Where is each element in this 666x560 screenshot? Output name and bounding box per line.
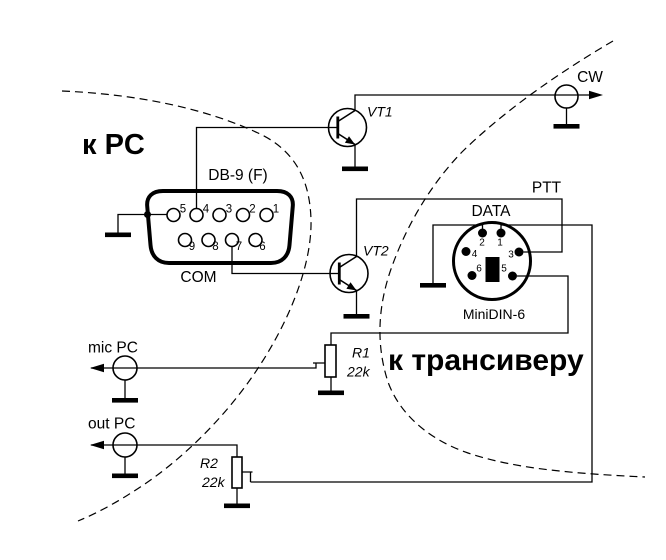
dashed-boundary-right	[379, 40, 646, 478]
r1-body	[324, 344, 337, 378]
dashed-boundary-left	[61, 90, 312, 522]
wire-pin5-to-r1	[330, 275, 569, 345]
db9-pin-8	[201, 232, 216, 248]
db9-pin-label: 7	[236, 241, 242, 253]
minidin-pin-label: 6	[476, 264, 482, 275]
db9-pin-7	[224, 232, 240, 248]
db9-pin-5	[166, 207, 181, 223]
vt2-label: VT2	[363, 243, 389, 259]
wire-db9-pin5-to-ground	[117, 213, 167, 233]
db9-pin-9	[177, 232, 193, 248]
db9-pin-label: 2	[249, 204, 255, 216]
db9-pin-1	[259, 207, 274, 223]
minidin-caption: MiniDIN-6	[463, 306, 525, 322]
minidin-pin-5	[508, 271, 517, 281]
cw-jack: CW	[554, 69, 603, 109]
db9-connector: 5 4 3 2 1 9 8 7 6 DB-9 (F) COM	[145, 167, 295, 286]
mic-jack-circle	[112, 355, 138, 381]
transceiver-region-label: к трансиверу	[388, 344, 584, 377]
minidin-title: DATA	[471, 203, 511, 220]
wire-mic-line	[91, 362, 325, 369]
resistor-r2: R2 22k	[200, 455, 243, 490]
cw-label: CW	[577, 69, 603, 86]
ground-out	[112, 473, 138, 479]
ground-db9	[105, 232, 131, 238]
wire-db9-pin7-to-vt2-base	[231, 246, 330, 275]
out-arrow-icon	[90, 440, 104, 450]
minidin-pin-4	[461, 247, 471, 256]
wire-db9-pin4-to-vt1-base	[195, 126, 329, 209]
mic-label: mic PC	[88, 340, 138, 357]
vt1-label: VT1	[367, 104, 393, 120]
db9-pin-6	[248, 232, 263, 248]
r1-value: 22k	[346, 364, 371, 380]
wire-pin1-to-r2-wiper	[250, 224, 593, 483]
out-jack: out PC	[88, 416, 138, 458]
minidin-shell	[452, 221, 532, 301]
vt1-transistor	[327, 107, 368, 148]
db9-pin-label: 4	[203, 204, 210, 216]
minidin-pin-label: 3	[508, 250, 514, 261]
wire-out-line	[91, 444, 238, 457]
db9-caption: COM	[180, 269, 216, 286]
db9-pin-label: 1	[273, 204, 279, 216]
minidin-connector: 2 1 4 3 6 5 DATA MiniDIN-6	[452, 203, 532, 322]
ground-r2	[224, 503, 250, 509]
r2-body	[231, 456, 243, 489]
db9-pin-4	[189, 207, 204, 223]
minidin-pin-label: 4	[472, 249, 478, 260]
ptt-label: PTT	[532, 180, 562, 197]
minidin-pin-1	[496, 228, 506, 238]
minidin-pin-label: 2	[479, 238, 485, 249]
mic-jack: mic PC	[88, 340, 138, 381]
db9-pin-2	[235, 207, 251, 223]
minidin-pin-label: 1	[497, 238, 503, 249]
r2-wiper-tap	[242, 471, 253, 482]
ground-mic	[112, 398, 138, 403]
ground-r1	[318, 390, 344, 396]
db9-pin-label: 8	[212, 241, 218, 253]
minidin-pin-6	[467, 271, 477, 280]
mic-arrow-icon	[90, 363, 104, 373]
cw-jack-circle	[554, 84, 579, 109]
r2-ref: R2	[200, 455, 218, 471]
ground-vt2	[343, 314, 370, 319]
minidin-pin-2	[478, 228, 487, 238]
minidin-pin-3	[514, 247, 524, 257]
ground-cw	[553, 124, 580, 129]
r1-ref: R1	[352, 345, 370, 361]
db9-pin-label: 3	[226, 204, 232, 216]
pc-region-label: к PC	[82, 129, 145, 161]
wire-vt2-collector-to-ptt-pin3	[355, 198, 563, 257]
resistor-r1: R1 22k	[324, 344, 371, 380]
db9-shell	[145, 189, 295, 265]
vt2-transistor	[328, 253, 370, 294]
wire-pin2-to-ground	[432, 224, 484, 283]
wire-vt1-collector-to-cw	[354, 94, 592, 111]
out-jack-circle	[112, 432, 138, 458]
db9-pin-label: 5	[180, 204, 186, 216]
db9-pin-label: 9	[189, 241, 195, 253]
cw-arrow-icon	[589, 90, 603, 100]
r2-value: 22k	[201, 474, 226, 490]
minidin-pin-label: 5	[501, 264, 507, 275]
minidin-key	[485, 257, 500, 282]
wires	[90, 90, 603, 504]
db9-pin-label: 6	[259, 241, 265, 253]
db9-pin-3	[212, 207, 227, 223]
ground-minidin	[420, 283, 446, 288]
out-label: out PC	[88, 416, 135, 433]
ground-vt1	[342, 166, 368, 172]
db9-title: DB-9 (F)	[208, 167, 267, 184]
